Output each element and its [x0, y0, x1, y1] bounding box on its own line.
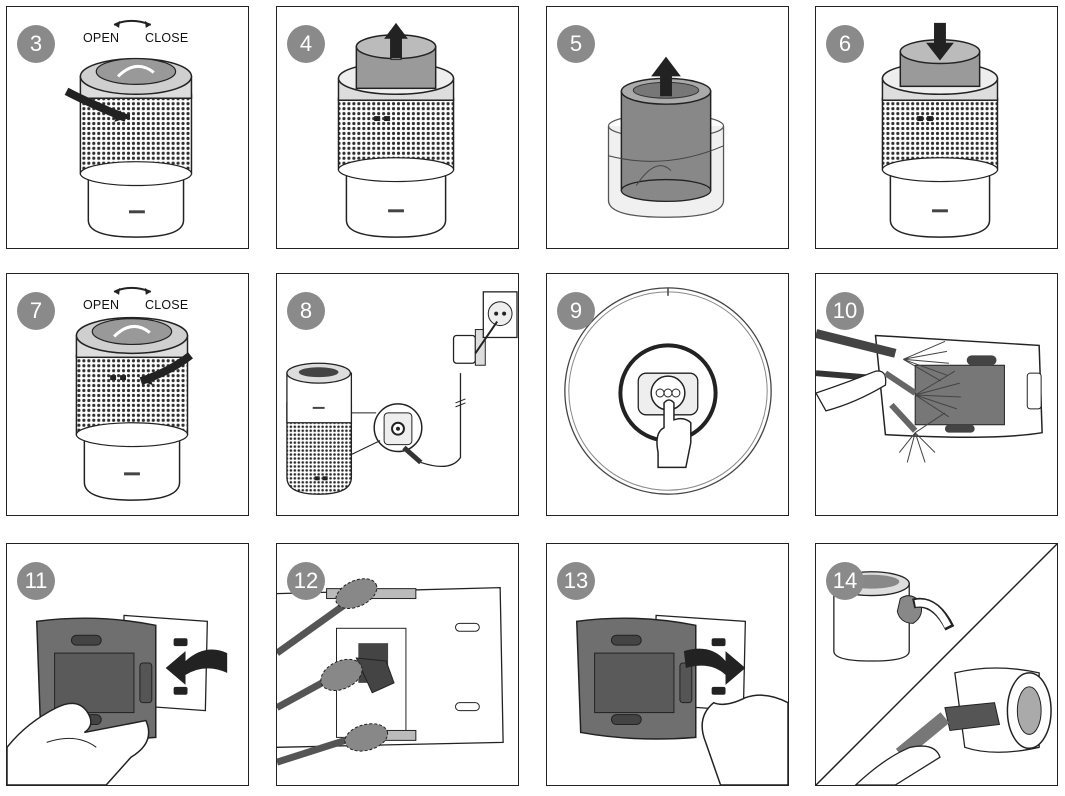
detach-sensor-cover-illustration: [575, 614, 788, 785]
attach-sensor-cover-illustration: [7, 614, 228, 785]
reinsert-filter-illustration: [881, 22, 999, 238]
step-number-badge: 4: [287, 25, 325, 63]
step-4-panel: 4: [276, 6, 519, 249]
step-8-panel: 8: [276, 273, 519, 516]
filter-from-bag-illustration: [607, 56, 725, 218]
open-label: OPEN: [83, 298, 120, 312]
plug-in-power-illustration: [286, 291, 518, 495]
step-10-panel: 10: [815, 273, 1058, 516]
step-number-badge: 12: [287, 562, 325, 600]
step-12-panel: 12: [276, 543, 519, 786]
close-label: CLOSE: [145, 31, 189, 45]
step-number-badge: 10: [826, 292, 864, 330]
step-number-badge: 8: [287, 292, 325, 330]
step-14-panel: 14: [815, 543, 1058, 786]
step-number-badge: 6: [826, 25, 864, 63]
step-number-badge: 13: [557, 562, 595, 600]
purifier-rotate-illustration: [64, 19, 193, 238]
open-label: OPEN: [83, 31, 120, 45]
cotton-swab-cleaning-illustration: [277, 578, 504, 766]
step-13-panel: 13: [546, 543, 789, 786]
step-number-badge: 14: [826, 562, 864, 600]
close-label: CLOSE: [145, 298, 189, 312]
step-number-badge: 7: [17, 292, 55, 330]
step-6-panel: 6: [815, 6, 1058, 249]
step-5-panel: 5: [546, 6, 789, 249]
step-11-panel: 11: [6, 543, 249, 786]
step-number-badge: 3: [17, 25, 55, 63]
press-power-button-illustration: [564, 287, 772, 495]
step-number-badge: 5: [557, 25, 595, 63]
brush-sensor-illustration: [816, 329, 1043, 463]
step-3-panel: 3 OPEN CLOSE: [6, 6, 249, 249]
step-number-badge: 9: [557, 292, 595, 330]
lift-cap-illustration: [337, 22, 455, 238]
step-7-panel: 7 OPEN CLOSE: [6, 273, 249, 516]
step-9-panel: 9: [546, 273, 789, 516]
step-number-badge: 11: [17, 562, 55, 600]
purifier-close-illustration: [75, 286, 193, 501]
